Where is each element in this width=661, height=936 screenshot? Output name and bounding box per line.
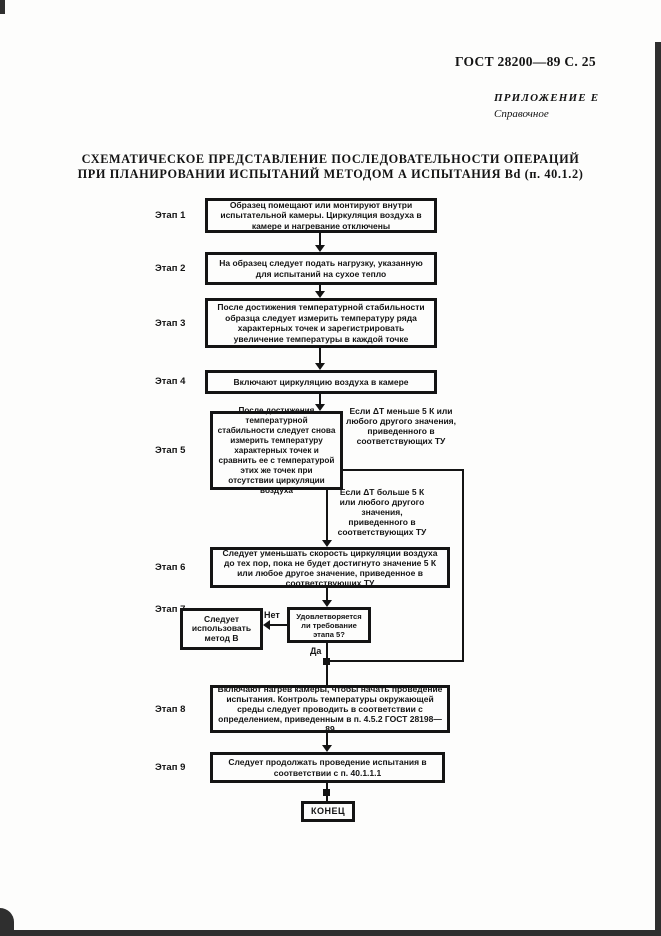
flow-line-stage3-stage4 <box>319 348 321 364</box>
junction-dot-before-end <box>323 789 330 796</box>
branch-note-delta-more: Если ΔT больше 5 К или любого другого зн… <box>337 487 427 537</box>
flow-line-stage5-stage6 <box>326 490 328 541</box>
arrowhead-into-stage4 <box>315 363 325 370</box>
stage-6-label: Этап 6 <box>155 562 186 573</box>
flow-line-decision-methodb <box>270 624 287 626</box>
stage-4-box: Включают циркуляцию воздуха в камере <box>205 370 437 394</box>
stage-2-box: На образец следует подать нагрузку, указ… <box>205 252 437 285</box>
flow-line-stage1-stage2 <box>319 233 321 246</box>
end-terminal-box: КОНЕЦ <box>301 801 355 822</box>
stage-4-label: Этап 4 <box>155 376 186 387</box>
stage-2-label: Этап 2 <box>155 263 186 274</box>
stage-8-label: Этап 8 <box>155 704 186 715</box>
flow-line-stage2-stage3 <box>319 285 321 292</box>
stage-7-decision-box: Удовлетворяется ли требование этапа 5? <box>287 607 371 643</box>
page-header-gost-number: ГОСТ 28200—89 С. 25 <box>455 54 596 69</box>
yes-label: Да <box>310 646 322 656</box>
stage-5-box: После достижения температурной стабильно… <box>210 406 343 495</box>
method-b-box: Следует использовать метод В <box>180 608 263 650</box>
flow-line-stage4-stage5 <box>319 394 321 405</box>
stage-1-label: Этап 1 <box>155 210 186 221</box>
stage-6-box: Следует уменьшать скорость циркуляции во… <box>210 547 450 588</box>
stage-9-box: Следует продолжать проведение испытания … <box>210 752 445 783</box>
stage-5-label: Этап 5 <box>155 445 186 456</box>
branch-note-delta-less: Если ΔT меньше 5 К или любого другого зн… <box>346 406 456 446</box>
stage-8-box: Включают нагрев камеры, чтобы начать про… <box>210 684 450 734</box>
arrowhead-into-stage2 <box>315 245 325 252</box>
bypass-line-bottom <box>328 660 464 662</box>
scan-edge-bottom <box>0 930 661 936</box>
arrowhead-into-stage3 <box>315 291 325 298</box>
appendix-subtitle: Справочное <box>494 108 549 120</box>
arrowhead-into-stage5 <box>315 404 325 411</box>
stage-9-label: Этап 9 <box>155 762 186 773</box>
title-line-2: ПРИ ПЛАНИРОВАНИИ ИСПЫТАНИЙ МЕТОДОМ А ИСП… <box>77 167 584 181</box>
title-line-1: СХЕМАТИЧЕСКОЕ ПРЕДСТАВЛЕНИЕ ПОСЛЕДОВАТЕЛ… <box>81 152 580 166</box>
stage-3-box: После достижения температурной стабильно… <box>205 298 437 348</box>
flow-line-stage8-stage9 <box>326 733 328 746</box>
flow-line-stage6-decision <box>326 588 328 601</box>
bypass-line-top <box>343 469 464 471</box>
junction-dot-yes-bypass <box>323 658 330 665</box>
arrowhead-into-stage6 <box>322 540 332 547</box>
bypass-line-right <box>462 469 464 662</box>
arrowhead-into-methodb <box>263 620 270 630</box>
stage-3-label: Этап 3 <box>155 318 186 329</box>
appendix-title: ПРИЛОЖЕНИЕ Е <box>494 92 600 104</box>
no-label: Нет <box>264 610 280 620</box>
scan-mark-top-left <box>0 0 5 14</box>
stage-7-label: Этап 7 <box>155 604 186 615</box>
scan-edge-right <box>655 42 661 936</box>
scan-corner-bottom-left <box>0 908 14 936</box>
stage-1-box: Образец помещают или монтируют внутри ис… <box>205 198 437 233</box>
arrowhead-into-decision <box>322 600 332 607</box>
flowchart-title: СХЕМАТИЧЕСКОЕ ПРЕДСТАВЛЕНИЕ ПОСЛЕДОВАТЕЛ… <box>0 152 661 182</box>
arrowhead-into-stage9 <box>322 745 332 752</box>
